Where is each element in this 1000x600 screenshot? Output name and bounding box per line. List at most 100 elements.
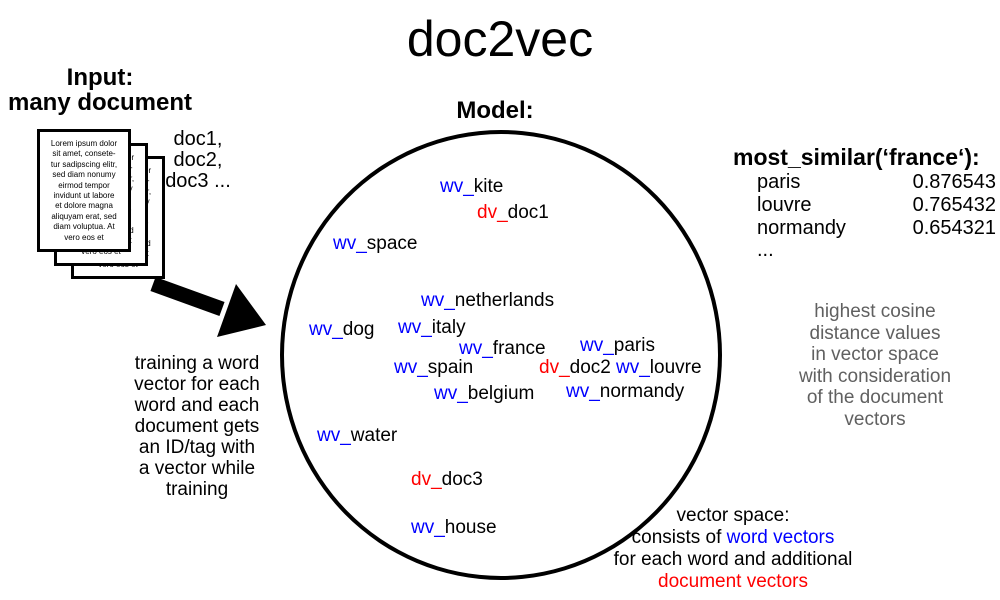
similarity-ellipsis: ... (757, 239, 774, 261)
vector-word: house (444, 517, 497, 538)
similar-word: louvre (757, 194, 812, 216)
word-vector-spain: wv_spain (394, 358, 473, 377)
input-heading: Input:many document (0, 65, 200, 115)
legend-line3: for each word and additional (613, 549, 853, 570)
doc-vector-doc3: dv_doc3 (411, 470, 483, 489)
text-line: of the document (806, 387, 944, 408)
vector-word: normandy (599, 381, 685, 402)
vector-prefix: wv_ (566, 381, 600, 402)
text-line: training a word (134, 353, 260, 374)
text-line: eirmod tempor (58, 180, 110, 190)
text-line: Input: (66, 64, 134, 91)
word-vector-normandy: wv_normandy (566, 382, 684, 401)
vector-word: doc3 (441, 469, 483, 490)
text-line: et dolore magna (55, 201, 113, 211)
page-title: doc2vec (406, 11, 594, 67)
text-line: training (165, 479, 229, 500)
word-vector-kite: wv_kite (440, 177, 503, 196)
text-line: sed diam nonumy (52, 170, 116, 180)
text-line: doc3 ... (165, 170, 231, 192)
word-vector-dog: wv_dog (309, 320, 375, 339)
text-line: an ID/tag with (138, 437, 256, 458)
vector-prefix: wv_ (440, 176, 474, 197)
text-line: in vector space (811, 344, 939, 365)
word-vector-italy: wv_italy (398, 318, 466, 337)
text-line: many document (7, 89, 193, 116)
vector-prefix: dv_ (539, 357, 570, 378)
vector-prefix: wv_ (398, 317, 432, 338)
doc-vector-doc1: dv_doc1 (477, 203, 549, 222)
vector-word: spain (427, 357, 474, 378)
vector-prefix: dv_ (477, 202, 508, 223)
text-line: sit amet, consete- (52, 149, 116, 159)
document-name-list: doc1,doc2,doc3 ... (158, 129, 238, 192)
similarity-score: 0.765432 (912, 194, 996, 216)
similarity-row: paris 0.876543 (733, 171, 996, 194)
vector-prefix: wv_ (317, 425, 351, 446)
vector-word: netherlands (454, 290, 555, 311)
text-line: document gets (134, 416, 260, 437)
vector-prefix: wv_ (394, 357, 428, 378)
text-line: highest cosine (814, 301, 936, 322)
text-line: doc1, (173, 128, 223, 150)
vector-word: space (366, 233, 418, 254)
similarity-row: normandy 0.654321 (733, 217, 996, 240)
model-heading: Model: (456, 97, 534, 124)
vector-prefix: wv_ (421, 290, 455, 311)
vector-prefix: wv_ (434, 383, 468, 404)
word-vector-louvre: wv_louvre (616, 358, 702, 377)
vector-space-circle (280, 130, 722, 580)
text-line: a vector while (138, 458, 256, 479)
doc-vector-doc2: dv_doc2 (539, 358, 611, 377)
vector-prefix: wv_ (580, 335, 614, 356)
similar-word: paris (757, 171, 801, 193)
word-vector-belgium: wv_belgium (434, 384, 534, 403)
text-line: vector for each (134, 374, 260, 395)
vector-word: italy (431, 317, 466, 338)
legend-line2-prefix: consists of (631, 527, 727, 548)
word-vector-netherlands: wv_netherlands (421, 291, 554, 310)
text-line: vero eos et (64, 232, 104, 242)
text-line: vectors (844, 408, 906, 430)
vector-prefix: dv_ (411, 469, 442, 490)
word-vector-paris: wv_paris (580, 336, 655, 355)
vector-prefix: wv_ (333, 233, 367, 254)
similarity-score: 0.654321 (912, 217, 996, 239)
text-line: diam voluptua. At (53, 222, 115, 232)
text-line: word and each (134, 395, 260, 416)
vector-word: doc1 (507, 202, 549, 223)
text-line: tur sadipscing elitr, (50, 159, 118, 169)
similar-word: normandy (757, 217, 846, 239)
similarity-rows: paris 0.876543 louvre 0.765432 normandy 0.654… (733, 171, 996, 240)
vector-prefix: wv_ (411, 517, 445, 538)
legend-document-vectors: document vectors (658, 571, 808, 592)
vector-word: france (492, 338, 546, 359)
legend-line1: vector space: (676, 505, 790, 526)
vector-word: dog (342, 319, 375, 340)
text-line: with consideration (798, 365, 952, 387)
text-line: distance values (809, 322, 941, 344)
vector-word: water (350, 425, 398, 446)
word-vector-france: wv_france (459, 339, 546, 358)
vector-prefix: wv_ (616, 357, 650, 378)
vector-word: paris (613, 335, 655, 356)
vector-word: louvre (649, 357, 702, 378)
word-vector-water: wv_water (317, 426, 397, 445)
text-line: Lorem ipsum dolor (50, 139, 118, 148)
arrow-icon (150, 276, 266, 337)
text-line: aliquyam erat, sed (51, 211, 117, 221)
similarity-score: 0.876543 (912, 171, 996, 193)
text-line: invidunt ut labore (53, 191, 115, 201)
vector-prefix: wv_ (309, 319, 343, 340)
word-vector-space: wv_space (333, 234, 418, 253)
word-vector-house: wv_house (411, 518, 497, 537)
legend-line2: consists of word vectors (608, 527, 858, 549)
similarity-results: most_similar(‘france‘): paris 0.876543 lou… (733, 144, 996, 260)
legend-word-vectors: word vectors (726, 527, 835, 548)
vector-space-legend: vector space: consists of word vectors f… (608, 505, 858, 593)
similarity-heading: most_similar(‘france‘): (733, 144, 980, 170)
